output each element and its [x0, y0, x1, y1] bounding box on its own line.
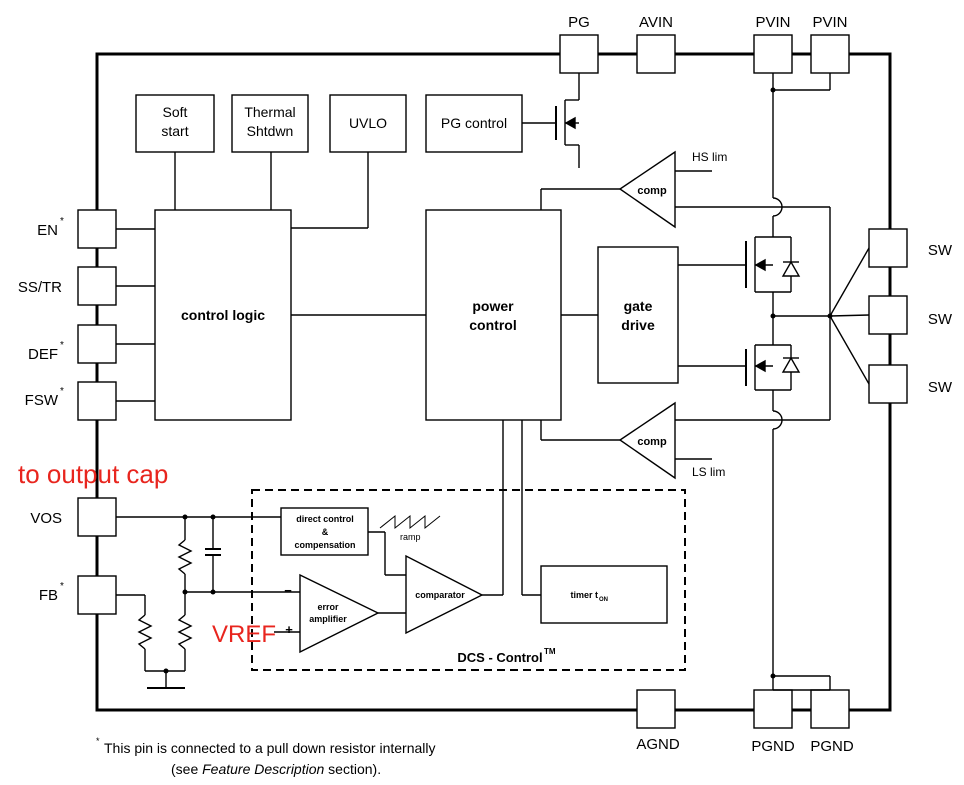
dcs-control-tm: TM [544, 647, 556, 656]
control-logic-label: control logic [181, 307, 265, 323]
pin-def-label: DEF [28, 346, 58, 363]
pin-agnd-pad [636, 689, 676, 729]
ramp-label: ramp [400, 532, 421, 542]
pin-sw1-pad [868, 228, 908, 268]
dcs-control-box [251, 489, 686, 671]
power-control-block [425, 209, 562, 421]
ls-comp-triangle [618, 401, 676, 480]
thermal-label-2: Shtdwn [247, 123, 294, 139]
ls-comp-label: comp [637, 436, 667, 448]
gate-drive-label-1: gate [624, 298, 653, 314]
pin-sw1-label: SW [928, 242, 953, 259]
pin-fb-label: FB [39, 587, 58, 604]
pin-sstr-pad [77, 266, 117, 306]
error-amp-label-1: error [317, 602, 339, 612]
timer-sub-label: ON [599, 597, 608, 603]
pin-pvin1-label: PVIN [755, 14, 790, 31]
pin-pgnd2-pad [810, 689, 850, 729]
pin-pvin2-pad [810, 34, 850, 74]
soft-start-label-2: start [161, 123, 188, 139]
error-amp-plus: + [285, 622, 293, 637]
footnote-line1: This pin is connected to a pull down res… [104, 740, 436, 756]
pin-pgnd1-label: PGND [751, 738, 795, 755]
comparator-triangle [405, 554, 484, 635]
pin-vos-label: VOS [30, 510, 62, 527]
pin-def-star: * [60, 340, 64, 351]
uvlo-label: UVLO [349, 115, 387, 131]
pin-sw3-label: SW [928, 379, 953, 396]
output-cap-annotation: to output cap [18, 459, 168, 489]
pin-pvin1-pad [753, 34, 793, 74]
pin-fsw-label: FSW [25, 392, 59, 409]
pin-avin-pad [636, 34, 676, 74]
gate-drive-block [597, 246, 679, 384]
pin-fsw-star: * [60, 386, 64, 397]
pin-pgnd2-label: PGND [810, 738, 854, 755]
ls-lim-label: LS lim [692, 465, 725, 479]
pin-en-label: EN [37, 222, 58, 239]
pg-control-label: PG control [441, 115, 507, 131]
error-amp-label-2: amplifier [309, 614, 347, 624]
pin-sw2-label: SW [928, 311, 953, 328]
pin-fb-pad [77, 575, 117, 615]
pin-pg-pad [559, 34, 599, 74]
pin-fsw-pad [77, 381, 117, 421]
direct-control-label-3: compensation [294, 540, 355, 550]
hs-comp-triangle [618, 150, 676, 229]
pin-vos-pad [77, 497, 117, 537]
error-amp-triangle [299, 573, 380, 654]
footnote-star: * [96, 736, 100, 746]
thermal-label-1: Thermal [244, 104, 295, 120]
pin-agnd-label: AGND [636, 736, 680, 753]
timer-block [540, 565, 668, 624]
gate-drive-label-2: drive [621, 317, 655, 333]
pin-pg-label: PG [568, 14, 590, 31]
pin-en-pad [77, 209, 117, 249]
pin-pvin2-label: PVIN [812, 14, 847, 31]
footnote-line2: (see Feature Description section). [171, 761, 381, 777]
thermal-shutdown-block [231, 94, 309, 153]
pin-fb-star: * [60, 581, 64, 592]
direct-control-label-2: & [322, 527, 329, 537]
vref-annotation: VREF [212, 621, 276, 648]
direct-control-label-1: direct control [296, 514, 354, 524]
pin-en-star: * [60, 216, 64, 227]
pin-def-pad [77, 324, 117, 364]
pin-pgnd1-pad [753, 689, 793, 729]
power-control-label-2: control [469, 317, 516, 333]
soft-start-label-1: Soft [163, 104, 188, 120]
power-control-label-1: power [472, 298, 514, 314]
timer-label: timer t [570, 590, 598, 600]
pin-avin-label: AVIN [639, 14, 673, 31]
comparator-label: comparator [415, 590, 465, 600]
hs-lim-label: HS lim [692, 150, 727, 164]
error-amp-minus: − [284, 583, 292, 598]
pin-sstr-label: SS/TR [18, 279, 62, 296]
pin-sw3-pad [868, 364, 908, 404]
hs-comp-label: comp [637, 185, 667, 197]
pin-sw2-pad [868, 295, 908, 335]
dcs-control-label: DCS - Control [457, 650, 542, 665]
